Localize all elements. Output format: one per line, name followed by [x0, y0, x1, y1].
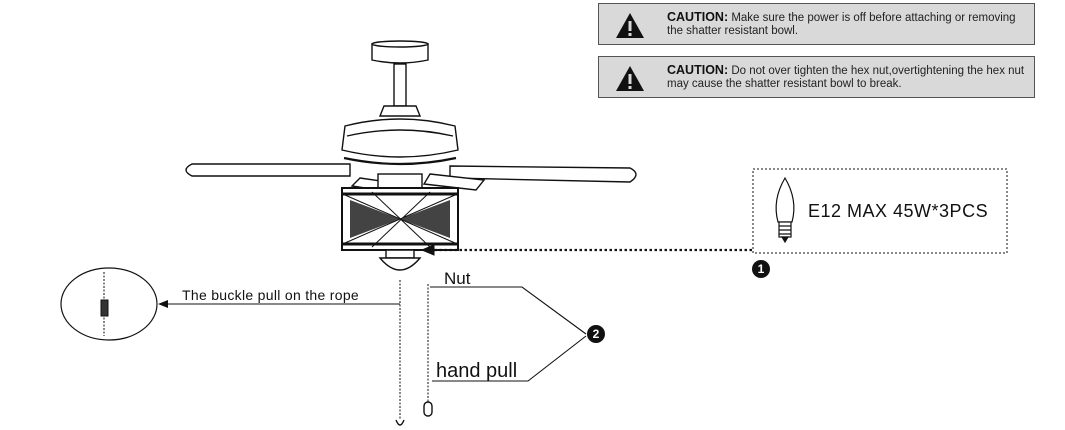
- warning-icon: [616, 66, 644, 91]
- leader-lines: [430, 286, 587, 382]
- caution-message: Make sure the power is off before attach…: [667, 12, 1016, 37]
- caution-message: Do not over tighten the hex nut,overtigh…: [667, 65, 1025, 90]
- warning-icon: [616, 13, 644, 38]
- buckle-detail-callout: [60, 267, 400, 341]
- ceiling-fan: [185, 40, 637, 426]
- bulb-pointer: [420, 244, 752, 256]
- hand-pull-label: hand pull: [436, 360, 518, 382]
- caution-box-power: CAUTION: Make sure the power is off befo…: [598, 3, 1035, 45]
- caution-label: CAUTION:: [667, 10, 729, 24]
- buckle-pull-label: The buckle pull on the rope: [182, 287, 359, 303]
- caution-box-hex-nut: CAUTION: Do not over tighten the hex nut…: [598, 56, 1035, 98]
- bulb-icon: [775, 176, 795, 244]
- nut-label: Nut: [444, 269, 471, 288]
- caution-label: CAUTION:: [667, 63, 729, 77]
- caution-text: CAUTION: Do not over tighten the hex nut…: [667, 64, 1029, 91]
- step-marker-2: 2: [587, 325, 605, 343]
- step-marker-1: 1: [752, 260, 770, 278]
- bulb-spec-label: E12 MAX 45W*3PCS: [808, 201, 989, 221]
- caution-text: CAUTION: Make sure the power is off befo…: [667, 11, 1029, 38]
- bulb-spec-box: [752, 168, 1008, 254]
